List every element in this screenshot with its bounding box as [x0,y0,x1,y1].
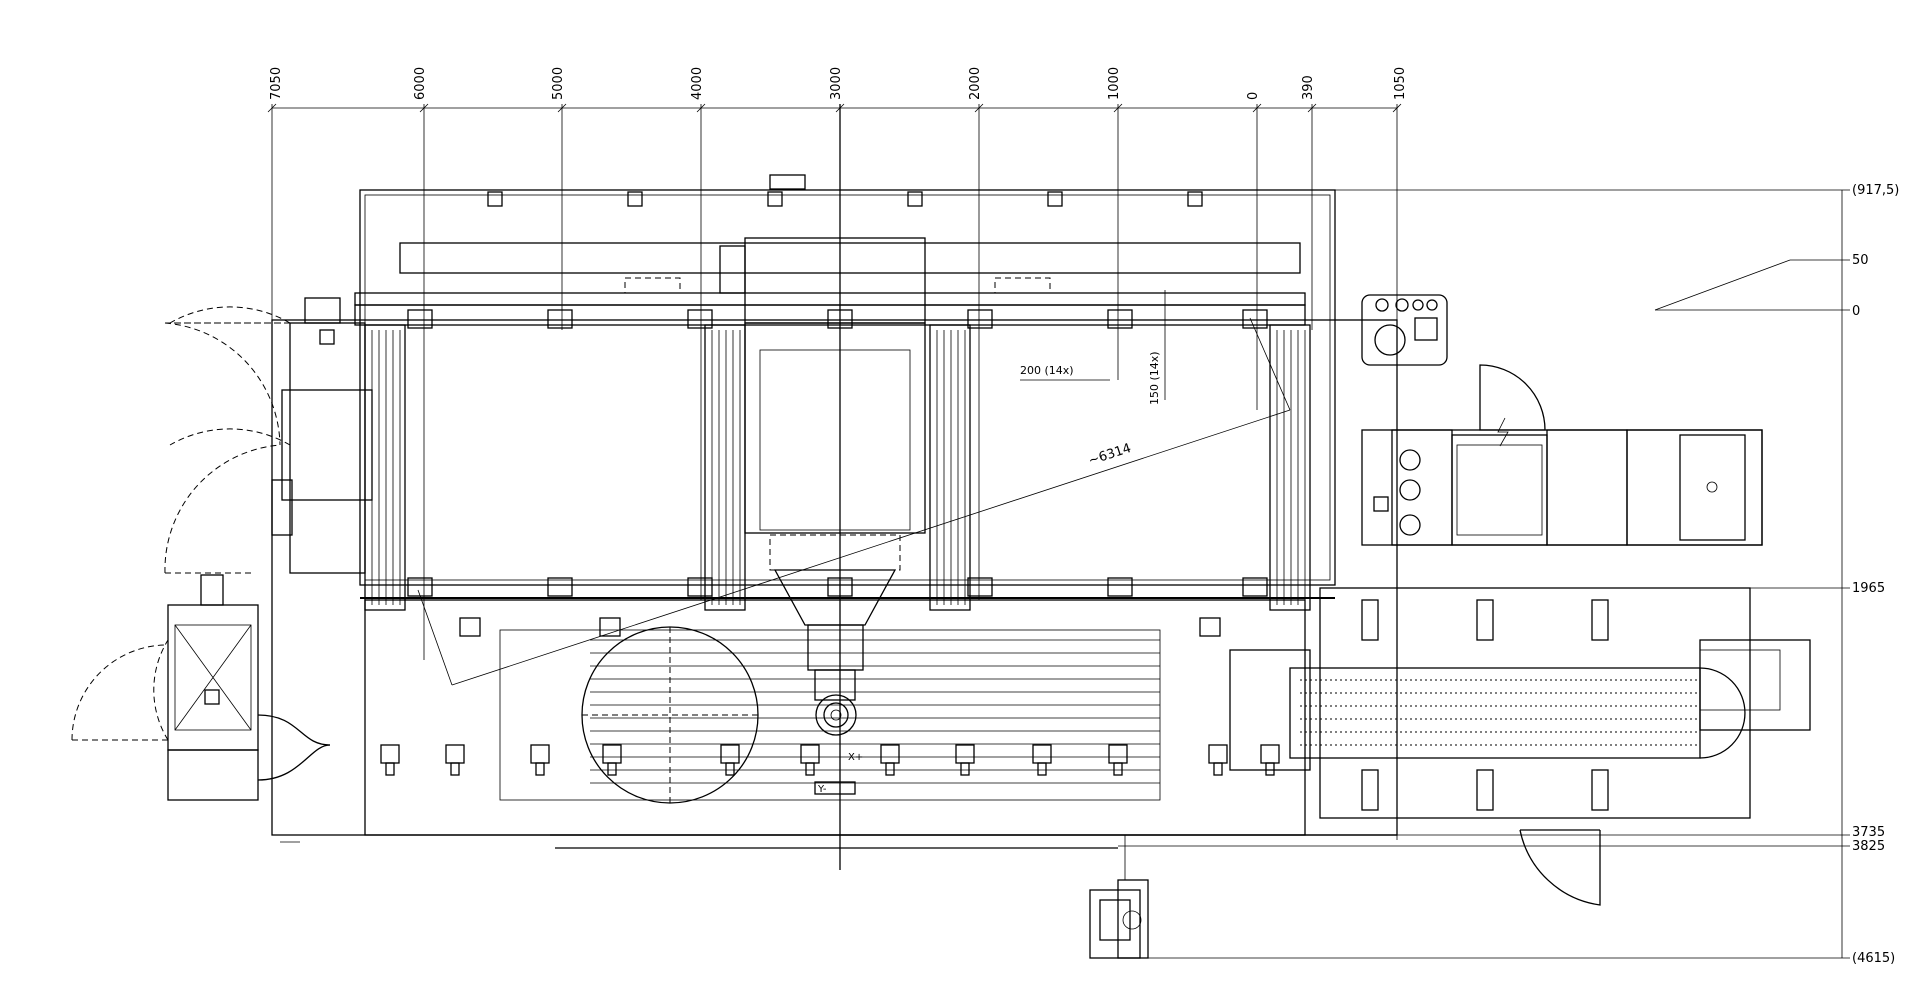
fixture-stem [805,762,815,776]
fixture-post [720,744,740,764]
upper-clamp [547,309,573,329]
fixture-stem [1265,762,1275,776]
clamp-row [407,191,1268,637]
fixture-post [1032,744,1052,764]
axis-x-label: X+ [848,752,863,763]
rdim-3825: 3825 [1852,839,1885,854]
lower-clamp [547,577,573,597]
fixture-post [880,744,900,764]
bottom-coolant-unit [1089,835,1149,959]
fixture-stem [1113,762,1123,776]
fixture-post [380,744,400,764]
lower-clamp [687,577,713,597]
diagonal-label: ~6314 [1087,441,1133,469]
gantry-beam [354,174,1306,326]
pallet-changer [1229,587,1811,906]
upper-clamp [967,309,993,329]
right-control-panel [1361,294,1448,366]
table-clamp [1199,617,1221,637]
rdim-50: 50 [1852,253,1869,268]
dim-4000: 4000 [690,67,705,100]
fixture-stem [1213,762,1223,776]
spacing-y-label: 150 (14x) [1148,351,1161,405]
left-aux-unit [71,574,331,801]
left-cabinet [164,297,373,574]
lower-clamp [967,577,993,597]
rdim-0: 0 [1852,304,1860,319]
fixture-stem [385,762,395,776]
fixture-stem [960,762,970,776]
conveyor-post [1476,599,1494,641]
upper-clamp [687,309,713,329]
fixture-stem [725,762,735,776]
spacing-annotations: 200 (14x) 150 (14x) [1020,290,1166,405]
fixture-post [1260,744,1280,764]
lower-clamp [407,577,433,597]
upper-clamp [1107,309,1133,329]
rdim-917: (917,5) [1852,183,1899,198]
top-clamp [627,191,643,207]
dim-3000: 3000 [829,67,844,100]
rdim-1965: 1965 [1852,581,1885,596]
dim-390: 390 [1301,75,1316,100]
top-clamp [487,191,503,207]
fixture-stem [885,762,895,776]
dim-6000: 6000 [413,67,428,100]
dim-5000: 5000 [551,67,566,100]
top-dim-labels: 7050 6000 5000 4000 3000 2000 1000 0 390… [269,67,1408,100]
conveyor-post [1476,769,1494,811]
fixture-post [800,744,820,764]
table-clamp [599,617,621,637]
fixture-post [1108,744,1128,764]
upper-clamp [827,309,853,329]
conveyor-post [1591,769,1609,811]
fixture-stem [607,762,617,776]
spacing-x-label: 200 (14x) [1020,364,1074,377]
fixture-post [1208,744,1228,764]
upper-clamp [1242,309,1268,329]
fixture-post [530,744,550,764]
guide-rails [364,324,1311,611]
top-dimension-chain: 7050 6000 5000 4000 3000 2000 1000 0 390… [267,67,1408,870]
top-clamp [1187,191,1203,207]
power-unit [1361,364,1763,546]
conveyor-post [1361,769,1379,811]
lower-clamp [1242,577,1268,597]
lower-clamp [827,577,853,597]
fixture-post [602,744,622,764]
dim-7050: 7050 [269,67,284,100]
rdim-4615: (4615) [1852,951,1895,966]
top-clamp [1047,191,1063,207]
worktable [499,626,1161,804]
rdim-3735: 3735 [1852,825,1885,840]
table-clamp [459,617,481,637]
fixture-posts [380,744,1280,776]
dim-1050: 1050 [1393,67,1408,100]
fixture-stem [450,762,460,776]
fixture-post [955,744,975,764]
top-clamp [767,191,783,207]
fixture-stem [1037,762,1047,776]
axis-y-label: Y- [817,784,827,795]
lower-clamp [1107,577,1133,597]
machine-enclosure [271,189,1398,849]
top-clamp [907,191,923,207]
conveyor-post [1591,599,1609,641]
conveyor-post [1361,599,1379,641]
dim-0: 0 [1246,92,1261,100]
dim-1000: 1000 [1107,67,1122,100]
dim-2000: 2000 [968,67,983,100]
fixture-post [445,744,465,764]
spindle-carriage: X+ Y- [744,322,926,795]
fixture-stem [535,762,545,776]
upper-clamp [407,309,433,329]
